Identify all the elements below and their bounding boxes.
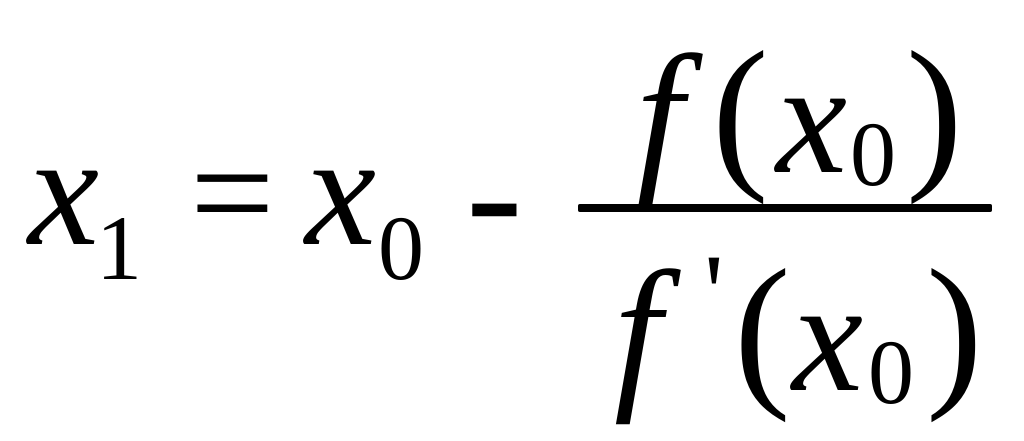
term-variable: x — [305, 101, 377, 279]
numerator-function: f — [636, 21, 684, 209]
numerator-subscript: 0 — [850, 103, 896, 205]
denominator-function: f — [614, 237, 662, 425]
numerator-variable: x — [776, 29, 848, 207]
denominator-subscript: 0 — [868, 321, 914, 423]
equals-sign: = — [190, 110, 275, 276]
denominator-right-paren: ) — [926, 235, 983, 423]
denominator-prime: ' — [704, 232, 724, 354]
term-subscript: 0 — [378, 197, 424, 299]
numerator-right-paren: ) — [906, 17, 963, 205]
lhs-variable: x — [28, 101, 100, 279]
lhs-subscript: 1 — [96, 197, 142, 299]
numerator-left-paren: ( — [712, 17, 769, 205]
denominator-variable: x — [792, 247, 864, 425]
denominator-left-paren: ( — [734, 235, 791, 423]
fraction-bar — [578, 204, 992, 212]
minus-sign: - — [466, 99, 523, 287]
